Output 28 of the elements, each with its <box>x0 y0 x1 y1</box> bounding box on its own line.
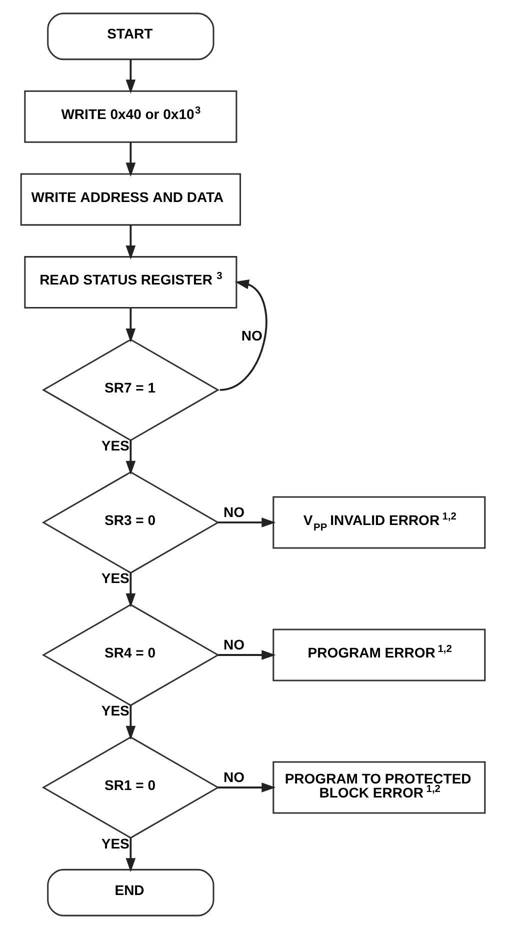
node-box: START <box>47 12 214 60</box>
edge-label: NO <box>241 328 262 344</box>
edge-label: NO <box>223 769 244 786</box>
arrow <box>126 705 136 740</box>
arrow <box>126 308 136 342</box>
node-diamond: SR1 = 0 <box>42 736 220 839</box>
node-diamond: SR7 = 1 <box>42 338 220 442</box>
arrow <box>126 572 136 608</box>
arrow <box>218 782 276 792</box>
node-box: END <box>47 868 214 916</box>
edge-label: NO <box>223 504 244 520</box>
node-box: WRITE ADDRESS AND DATA <box>20 173 242 226</box>
node-box: WRITE 0x40 or 0x10$^{3}$ <box>24 90 238 143</box>
arrow <box>126 838 136 872</box>
arrow <box>218 518 276 528</box>
edge-label: NO <box>223 636 244 653</box>
arrow <box>126 440 136 475</box>
node-box: PROGRAM ERROR$^{1,2}$ <box>272 628 486 682</box>
arrow <box>126 60 136 94</box>
node-box: V$_{PP}$ INVALID ERROR$^{1,2}$ <box>272 496 486 549</box>
node-diamond: SR4 = 0 <box>42 604 220 706</box>
arrow <box>218 650 276 660</box>
arrow <box>126 142 136 177</box>
arrow <box>220 279 268 391</box>
node-box: READ STATUS REGISTER$^{3}$ <box>24 256 238 309</box>
node-diamond: SR3 = 0 <box>42 471 220 574</box>
arrow <box>126 225 136 260</box>
node-box: PROGRAM TO PROTECTED BLOCK ERROR$^{1,2}$ <box>272 761 486 814</box>
